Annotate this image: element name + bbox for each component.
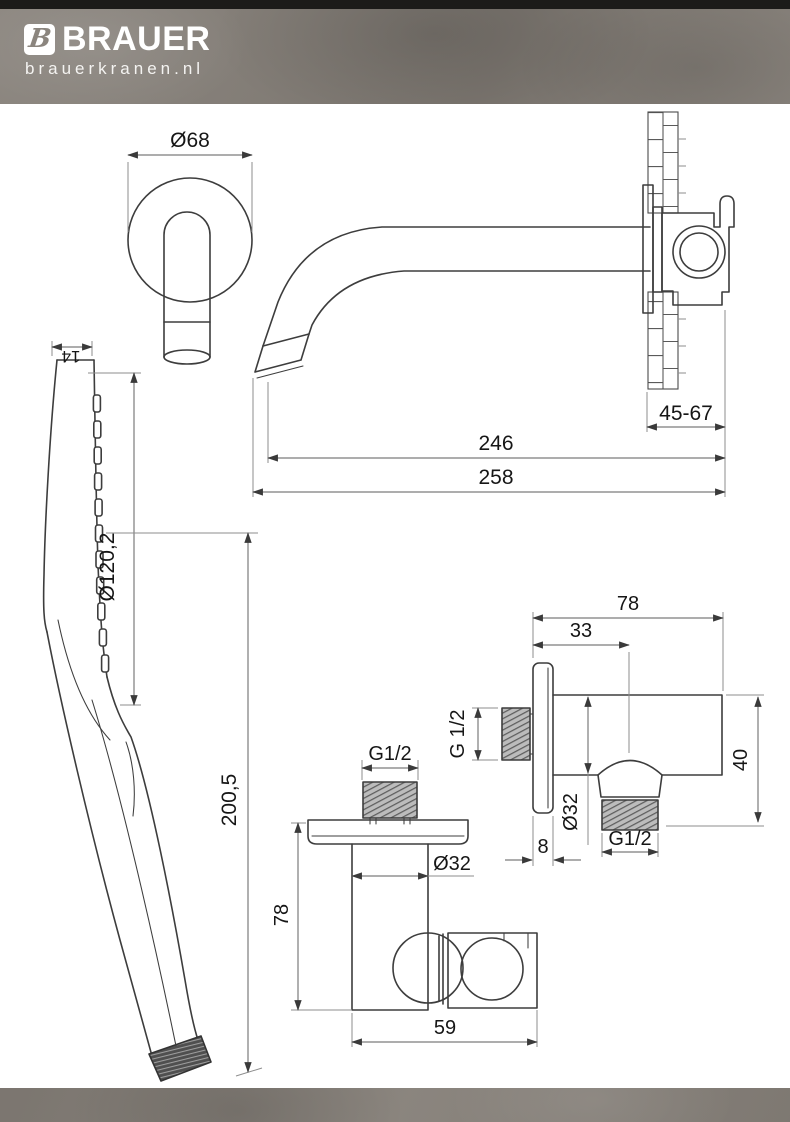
holder-dimensions: G1/2 Ø32 78 59: [271, 743, 538, 1047]
brand-website: brauerkranen.nl: [25, 59, 205, 78]
spout-side-view: [254, 226, 651, 379]
dim-wall-thickness-range: 45-67: [659, 402, 713, 425]
dim-outlet-thread-wall: G 1/2: [447, 710, 469, 759]
dim-shower-face-length: Ø120,2: [96, 533, 119, 602]
dim-shower-total-length: 200,5: [218, 774, 241, 827]
wall-bracket-side-view: [642, 184, 735, 314]
dim-outlet-diameter: Ø32: [560, 793, 582, 831]
hand-shower-view: [42, 359, 212, 1082]
dim-holder-thread: G1/2: [368, 743, 411, 765]
dim-spout-length-inner: 246: [478, 432, 513, 455]
dim-outlet-offset: 33: [570, 620, 592, 642]
dim-shower-head-width: 14: [62, 347, 81, 366]
wall-outlet-view: [501, 662, 723, 831]
brand-logo: B BRAUER brauerkranen.nl: [24, 22, 210, 79]
spray-nozzles: [92, 394, 110, 673]
dim-outlet-plate-thickness: 8: [537, 836, 548, 858]
dim-spout-flange-diameter: Ø68: [170, 129, 210, 152]
dim-outlet-thread-out: G1/2: [608, 828, 651, 850]
dim-holder-diameter: Ø32: [433, 853, 471, 875]
brauer-logo-icon: B: [24, 23, 55, 55]
dim-outlet-height: 40: [730, 749, 752, 771]
dim-outlet-width: 78: [617, 593, 639, 615]
brand-name: BRAUER: [62, 20, 211, 58]
wall-outlet-dimensions: 78 33 G 1/2 Ø32 40 8 G1/2: [447, 593, 764, 866]
dim-holder-height: 78: [271, 904, 293, 926]
holder-view: [307, 781, 538, 1011]
spout-front-dimensions: Ø68: [127, 129, 253, 232]
spout-side-dimensions: 45-67 246 258: [252, 310, 726, 497]
top-dark-bar: [0, 0, 790, 9]
dim-holder-width: 59: [434, 1017, 456, 1039]
spout-front-view: [127, 177, 253, 365]
hand-shower-dimensions: 14 Ø120,2 200,5: [51, 341, 263, 1077]
dim-spout-length-total: 258: [478, 466, 513, 489]
